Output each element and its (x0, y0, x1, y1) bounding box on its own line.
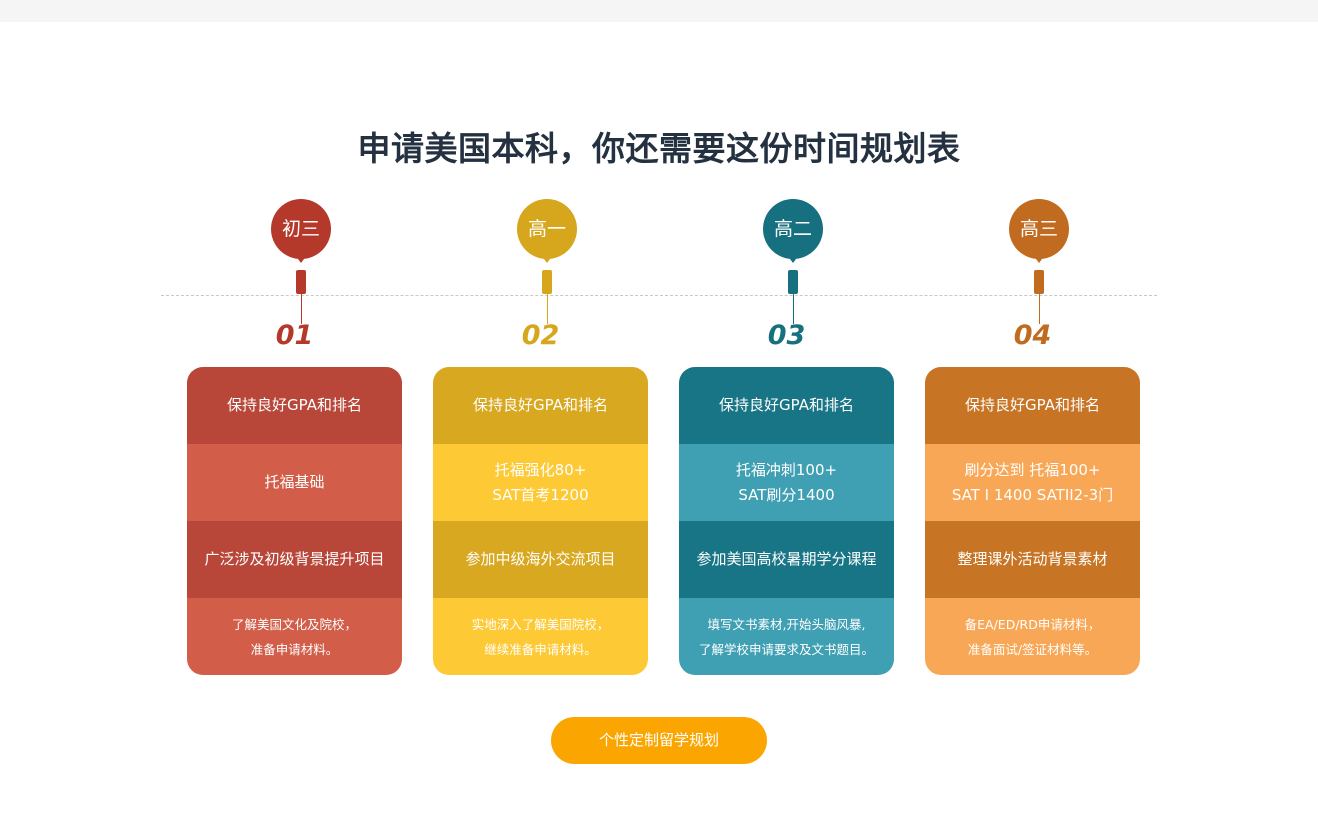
stage-card-text: 参加美国高校暑期学分课程 (696, 550, 877, 568)
pin-pointer-icon (295, 255, 307, 263)
stage-card-text: SAT首考1200 (492, 485, 589, 504)
stage-marker: 高一 (517, 199, 577, 329)
stage-card-row: 备EA/ED/RD申请材料， 准备面试/签证材料等。 (925, 598, 1140, 675)
stage-card-text: 托福基础 (264, 473, 325, 491)
stage-card-row: 填写文书素材,开始头脑风暴, 了解学校申请要求及文书题目。 (679, 598, 894, 675)
stage-card-row: 整理课外活动背景素材 (925, 521, 1140, 598)
stage-card-row: 参加中级海外交流项目 (433, 521, 648, 598)
stage-card-text: SAT刷分1400 (738, 485, 835, 504)
stage-card-row: 参加美国高校暑期学分课程 (679, 521, 894, 598)
stage-pin-label: 初三 (271, 199, 331, 259)
stage-number: 01 (275, 320, 314, 351)
page-title: 申请美国本科，你还需要这份时间规划表 (357, 129, 961, 168)
pin-stem (1034, 270, 1044, 294)
stage-card-text: 保持良好GPA和排名 (227, 396, 362, 414)
stage-card-text: 广泛涉及初级背景提升项目 (204, 550, 385, 568)
stage-card-text: 实地深入了解美国院校， (471, 616, 610, 632)
stage-card-text: 参加中级海外交流项目 (465, 550, 616, 568)
stage-card-row: 保持良好GPA和排名 (433, 367, 648, 444)
stage-card-row: 托福冲刺100+ SAT刷分1400 (679, 444, 894, 521)
custom-plan-button[interactable]: 个性定制留学规划 (551, 717, 767, 764)
stage-card: 保持良好GPA和排名托福基础广泛涉及初级背景提升项目了解美国文化及院校， 准备申请… (187, 367, 402, 675)
pin-stem (296, 270, 306, 294)
pin-stem (788, 270, 798, 294)
stage-card-text: SAT I 1400 SATII2-3门 (951, 485, 1114, 504)
stage-card: 保持良好GPA和排名刷分达到 托福100+ SAT I 1400 SATII2-3… (925, 367, 1140, 675)
stage-card-text: 了解学校申请要求及文书题目。 (698, 641, 874, 657)
pin-stem (542, 270, 552, 294)
stage-card-text: 整理课外活动背景素材 (957, 550, 1108, 568)
stage-card-text: 保持良好GPA和排名 (965, 396, 1100, 414)
stage-number: 02 (521, 320, 560, 351)
stage-pin-label: 高一 (517, 199, 577, 259)
stage-card-text: 托福强化80+ (494, 460, 587, 479)
stage-card-text: 填写文书素材,开始头脑风暴, (707, 616, 866, 632)
pin-line (1038, 294, 1040, 324)
stage-card-text: 准备申请材料。 (250, 641, 339, 657)
stage-card-text: 保持良好GPA和排名 (473, 396, 608, 414)
stage-card-text: 刷分达到 托福100+ (964, 460, 1101, 479)
stage-card-row: 托福基础 (187, 444, 402, 521)
stage-card-text: 保持良好GPA和排名 (719, 396, 854, 414)
stage-marker: 初三 (271, 199, 331, 329)
pin-line (792, 294, 794, 324)
stage-card-row: 刷分达到 托福100+ SAT I 1400 SATII2-3门 (925, 444, 1140, 521)
stage-card-text: 托福冲刺100+ (735, 460, 838, 479)
stage-number: 04 (1013, 320, 1052, 351)
top-bar (0, 0, 1318, 22)
stage-marker: 高二 (763, 199, 823, 329)
stage-card-row: 托福强化80+ SAT首考1200 (433, 444, 648, 521)
pin-pointer-icon (541, 255, 553, 263)
stage-card-text: 继续准备申请材料。 (484, 641, 597, 657)
stage-pin-label: 高二 (763, 199, 823, 259)
stage-card-text: 备EA/ED/RD申请材料， (964, 616, 1101, 632)
stage-card-row: 实地深入了解美国院校， 继续准备申请材料。 (433, 598, 648, 675)
stage-card-text: 了解美国文化及院校， (231, 616, 357, 632)
pin-line (546, 294, 548, 324)
stage-card-text: 准备面试/签证材料等。 (967, 641, 1098, 657)
stage-card-row: 保持良好GPA和排名 (679, 367, 894, 444)
pin-pointer-icon (787, 255, 799, 263)
stage-card-row: 保持良好GPA和排名 (925, 367, 1140, 444)
pin-line (300, 294, 302, 324)
stage-pin-label: 高三 (1009, 199, 1069, 259)
stage-card-row: 广泛涉及初级背景提升项目 (187, 521, 402, 598)
timeline-dashed-line (161, 295, 1157, 296)
pin-pointer-icon (1033, 255, 1045, 263)
stage-number: 03 (767, 320, 806, 351)
stage-card-row: 保持良好GPA和排名 (187, 367, 402, 444)
stage-card-row: 了解美国文化及院校， 准备申请材料。 (187, 598, 402, 675)
stage-marker: 高三 (1009, 199, 1069, 329)
